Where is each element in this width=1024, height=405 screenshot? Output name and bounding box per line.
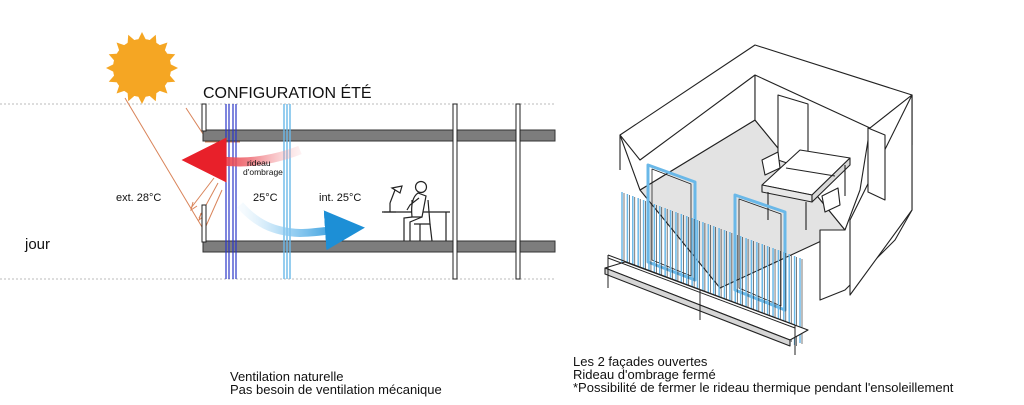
right-caption: Les 2 façades ouvertes Rideau d'ombrage …: [573, 355, 953, 394]
outer-facade: [225, 104, 237, 279]
side-door: [867, 127, 886, 201]
chair-left: [761, 151, 781, 176]
thermal-curtain: [283, 104, 291, 279]
exterior-temperature: ext. 28°C: [116, 192, 161, 204]
section-drawing: CONFIGURATION ÉTÉ jour ext. 28°C 25°C in…: [0, 32, 556, 280]
terrace-railing: [607, 254, 796, 355]
interior-column-1: [452, 103, 458, 280]
right-caption-line1: Les 2 façades ouvertes: [573, 354, 708, 369]
curtain-label-line2: d'ombrage: [243, 167, 283, 177]
terrace-slab: [604, 261, 809, 341]
cool-air-arrow: [237, 202, 365, 251]
interior-column-2: [515, 103, 521, 280]
warm-air-arrow: [181, 137, 302, 183]
upper-slab: [202, 129, 556, 142]
lower-slab: [202, 240, 556, 253]
exterior-post-bottom: [201, 204, 207, 243]
exterior-post-top: [201, 103, 207, 132]
person-at-desk-icon: [382, 180, 450, 242]
right-caption-line2: Rideau d'ombrage fermé: [573, 367, 716, 382]
section-title: CONFIGURATION ÉTÉ: [203, 83, 372, 102]
left-caption: Ventilation naturelle Pas besoin de vent…: [230, 370, 442, 396]
curtain-label-line1: rideau: [247, 158, 271, 168]
sun-icon: [106, 32, 178, 104]
axonometric-room: [604, 44, 913, 355]
left-caption-line2: Pas besoin de ventilation mécanique: [230, 382, 442, 397]
chair-right: [821, 187, 841, 213]
cavity-temperature: 25°C: [253, 192, 278, 204]
time-label: jour: [24, 236, 50, 253]
right-caption-line3: *Possibilité de fermer le rideau thermiq…: [573, 380, 954, 395]
interior-temperature: int. 25°C: [319, 192, 361, 204]
left-caption-line1: Ventilation naturelle: [230, 369, 344, 384]
